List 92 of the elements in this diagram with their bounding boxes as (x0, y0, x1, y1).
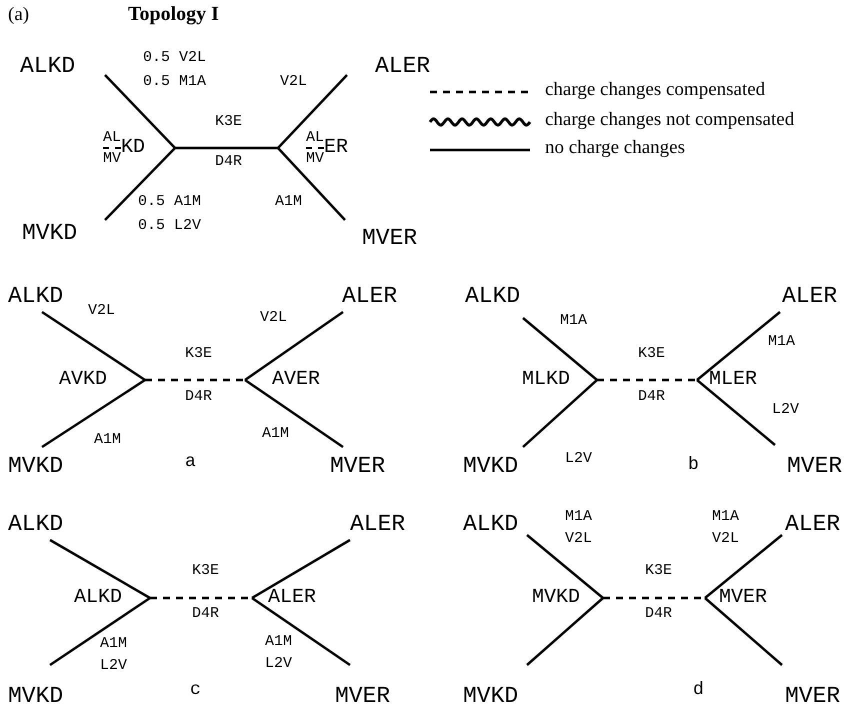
node-label: MLKD (522, 369, 597, 391)
branch-label: 0.5 L2V (138, 218, 202, 234)
branch-label: K3E (645, 563, 672, 580)
node-label: MVKD (532, 587, 603, 609)
taxon-label: ALER (347, 54, 430, 79)
node-label: ALKD (74, 587, 150, 609)
branch-line (104, 74, 176, 149)
branch-label: D4R (192, 606, 220, 622)
taxon-label: ALER (780, 284, 837, 312)
legend-text: charge changes not compensated (545, 110, 794, 131)
branch-label: L2V (100, 658, 128, 674)
branch-label: A1M (94, 432, 122, 448)
branch-label: L2V (772, 402, 800, 418)
node-label: ALER (252, 587, 316, 609)
legend-text: no charge changes (545, 138, 685, 159)
branch-label: V2L (88, 303, 116, 320)
tree-letter: c (190, 681, 201, 701)
taxon-label: ALER (342, 284, 397, 312)
branch-line (244, 310, 344, 382)
taxon-label: ALER (350, 512, 405, 540)
branch-label: K3E (215, 114, 242, 130)
branch-label: L2V (265, 656, 292, 672)
branch-line (49, 538, 151, 600)
taxon-label: ALER (782, 512, 840, 537)
taxon-label: MVKD (8, 665, 63, 709)
branch-label: V2L (712, 531, 740, 548)
taxon-label: MVER (775, 445, 842, 479)
branch-label: K3E (192, 563, 220, 580)
branch-label: V2L (260, 310, 288, 326)
branch-line (526, 597, 604, 666)
title: Topology I (128, 3, 219, 25)
branch-line (277, 147, 346, 221)
tree-letter: b (688, 456, 699, 476)
dashed-branch (597, 378, 697, 382)
node-label: MVER (705, 587, 767, 609)
branch-line (704, 597, 783, 666)
taxon-label: ALKD (8, 512, 63, 540)
taxon-label: MVER (330, 447, 385, 479)
branch-label: D4R (645, 606, 672, 622)
node-label: AVER (245, 369, 320, 391)
branch-line (104, 147, 176, 221)
taxon-label: MVKD (22, 220, 105, 246)
branch-label: V2L (280, 74, 308, 90)
branch-label: 0.5 M1A (143, 74, 206, 90)
branch-line (175, 146, 278, 150)
tree-letter: d (693, 681, 704, 701)
branch-label: M1A (712, 509, 740, 526)
branch-label: A1M (265, 634, 292, 650)
taxon-label: MVKD (463, 447, 523, 479)
branch-line (522, 317, 598, 381)
branch-label: K3E (638, 346, 666, 362)
branch-line (49, 596, 151, 666)
branch-label: M1A (560, 313, 588, 330)
branch-label: A1M (262, 426, 290, 442)
legend-text: charge changes compensated (545, 80, 766, 101)
taxon-label: MVER (782, 665, 840, 709)
branch-label: D4R (185, 389, 212, 406)
taxon-label: ALKD (465, 284, 523, 318)
taxon-label: MVER (345, 220, 417, 251)
branch-label: 0.5 V2L (143, 50, 206, 66)
branch-label: K3E (185, 346, 212, 362)
branch-line (522, 379, 598, 448)
branch-label: A1M (100, 636, 128, 652)
node-label: MLER (697, 369, 757, 391)
branch-label: M1A (768, 334, 796, 350)
branch-line (696, 311, 781, 381)
taxon-label: MVER (335, 665, 390, 709)
branch-label: M1A (565, 509, 592, 526)
branch-line (244, 378, 344, 448)
branch-line (251, 596, 351, 666)
taxon-label: MVKD (8, 447, 63, 479)
branch-label: D4R (638, 389, 666, 406)
taxon-label: ALKD (20, 54, 105, 79)
node-label: AVKD (59, 369, 145, 391)
branch-line (526, 534, 604, 599)
panel-label: (a) (8, 5, 30, 26)
branch-label: 0.5 A1M (138, 194, 202, 210)
dashed-branch (145, 378, 245, 382)
tree-letter: a (185, 453, 196, 473)
taxon-label: MVKD (463, 665, 527, 709)
taxon-label: ALKD (463, 512, 527, 537)
branch-label: V2L (565, 531, 592, 548)
branch-line (696, 379, 776, 446)
branch-label: L2V (565, 451, 592, 468)
branch-line (41, 310, 146, 382)
taxon-label: ALKD (8, 284, 63, 312)
branch-label: D4R (215, 154, 242, 170)
branch-line (704, 534, 783, 599)
branch-line (277, 74, 348, 149)
branch-line (251, 538, 351, 600)
branch-label: A1M (275, 194, 302, 210)
branch-line (41, 378, 146, 448)
